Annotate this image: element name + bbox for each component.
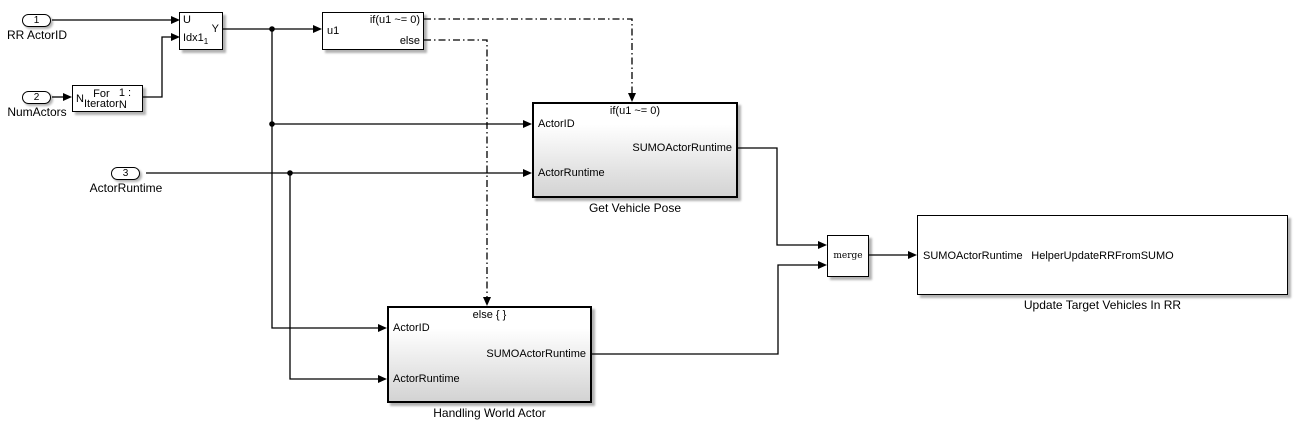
inport-3-label[interactable]: ActorRuntime bbox=[89, 181, 163, 195]
inport-2-label[interactable]: NumActors bbox=[7, 105, 67, 119]
merge-label: merge bbox=[833, 251, 863, 261]
arrowhead bbox=[523, 169, 532, 177]
junction-dot bbox=[287, 170, 293, 176]
gvp-out-sumoactorruntime: SUMOActorRuntime bbox=[632, 142, 732, 154]
wire-else-action-handling[interactable] bbox=[424, 39, 488, 297]
gvp-control-port-label: if(u1 ~= 0) bbox=[609, 105, 661, 117]
update-rr-in-sumoactorruntime: SUMOActorRuntime bbox=[923, 250, 1023, 262]
wire-if-action-gvp[interactable] bbox=[424, 18, 633, 93]
selector-idx-subscript: 1 bbox=[203, 37, 209, 46]
update-rr-block-name[interactable]: Update Target Vehicles In RR bbox=[1023, 298, 1182, 312]
arrowhead bbox=[378, 375, 387, 383]
wire-branch-handling-actorruntime[interactable] bbox=[289, 173, 378, 380]
wire-branch-handling-actorid[interactable] bbox=[271, 29, 378, 329]
inport-1-label[interactable]: RR ActorID bbox=[6, 28, 67, 42]
junction-dot bbox=[269, 26, 275, 32]
if-block[interactable]: u1 if(u1 ~= 0) else bbox=[322, 12, 424, 50]
get-vehicle-pose-subsystem[interactable]: if(u1 ~= 0) ActorID SUMOActorRuntime Act… bbox=[532, 102, 738, 198]
arrowhead bbox=[378, 324, 387, 332]
if-out-condition: if(u1 ~= 0) bbox=[369, 14, 420, 26]
gvp-in-actorruntime: ActorRuntime bbox=[538, 167, 605, 179]
arrowhead bbox=[628, 93, 636, 102]
inport-1[interactable]: 1 bbox=[22, 14, 51, 27]
update-rr-body-label: HelperUpdateRRFromSUMO bbox=[1031, 250, 1174, 262]
gvp-in-actorid: ActorID bbox=[538, 118, 575, 130]
hwa-in-actorruntime: ActorRuntime bbox=[393, 373, 460, 385]
inport-3-number: 3 bbox=[122, 168, 129, 179]
arrowhead bbox=[171, 33, 180, 41]
inport-2-number: 2 bbox=[33, 92, 40, 103]
arrowhead bbox=[818, 261, 827, 269]
inport-3[interactable]: 3 bbox=[111, 167, 140, 180]
wire-foriterator-selector[interactable] bbox=[143, 36, 171, 98]
arrowhead bbox=[483, 297, 491, 306]
merge-block[interactable]: merge bbox=[827, 235, 869, 277]
junction-dot bbox=[269, 121, 275, 127]
wire-handling-merge[interactable] bbox=[592, 264, 818, 355]
arrowhead bbox=[818, 241, 827, 249]
selector-out-y: Y bbox=[211, 23, 219, 35]
for-iterator-block[interactable]: N For Iterator 1 : N bbox=[72, 85, 143, 112]
inport-2[interactable]: 2 bbox=[22, 91, 51, 104]
gvp-block-name[interactable]: Get Vehicle Pose bbox=[588, 201, 682, 215]
arrowhead bbox=[63, 93, 72, 101]
update-rr-block[interactable]: SUMOActorRuntime HelperUpdateRRFromSUMO bbox=[917, 215, 1288, 295]
if-out-else: else bbox=[399, 35, 420, 47]
arrowhead bbox=[523, 120, 532, 128]
arrowhead bbox=[313, 25, 322, 33]
selector-in-u: U bbox=[183, 14, 191, 26]
for-iterator-in-n: N bbox=[76, 92, 84, 105]
selector-in-idx: Idx11 bbox=[183, 31, 209, 46]
arrowhead bbox=[171, 16, 180, 24]
handling-world-actor-subsystem[interactable]: else { } ActorID SUMOActorRuntime ActorR… bbox=[387, 306, 592, 403]
inport-1-number: 1 bbox=[33, 15, 40, 26]
for-iterator-out: 1 : N bbox=[118, 86, 132, 111]
hwa-in-actorid: ActorID bbox=[393, 322, 430, 334]
arrowhead bbox=[908, 251, 917, 259]
hwa-block-name[interactable]: Handling World Actor bbox=[433, 406, 546, 420]
hwa-out-sumoactorruntime: SUMOActorRuntime bbox=[486, 348, 586, 360]
selector-block[interactable]: U Idx11 Y bbox=[179, 12, 223, 50]
hwa-control-port-label: else { } bbox=[472, 309, 507, 321]
if-in-u1: u1 bbox=[327, 25, 340, 37]
wire-gvp-merge[interactable] bbox=[738, 147, 818, 246]
for-iterator-name: For Iterator bbox=[83, 87, 119, 110]
